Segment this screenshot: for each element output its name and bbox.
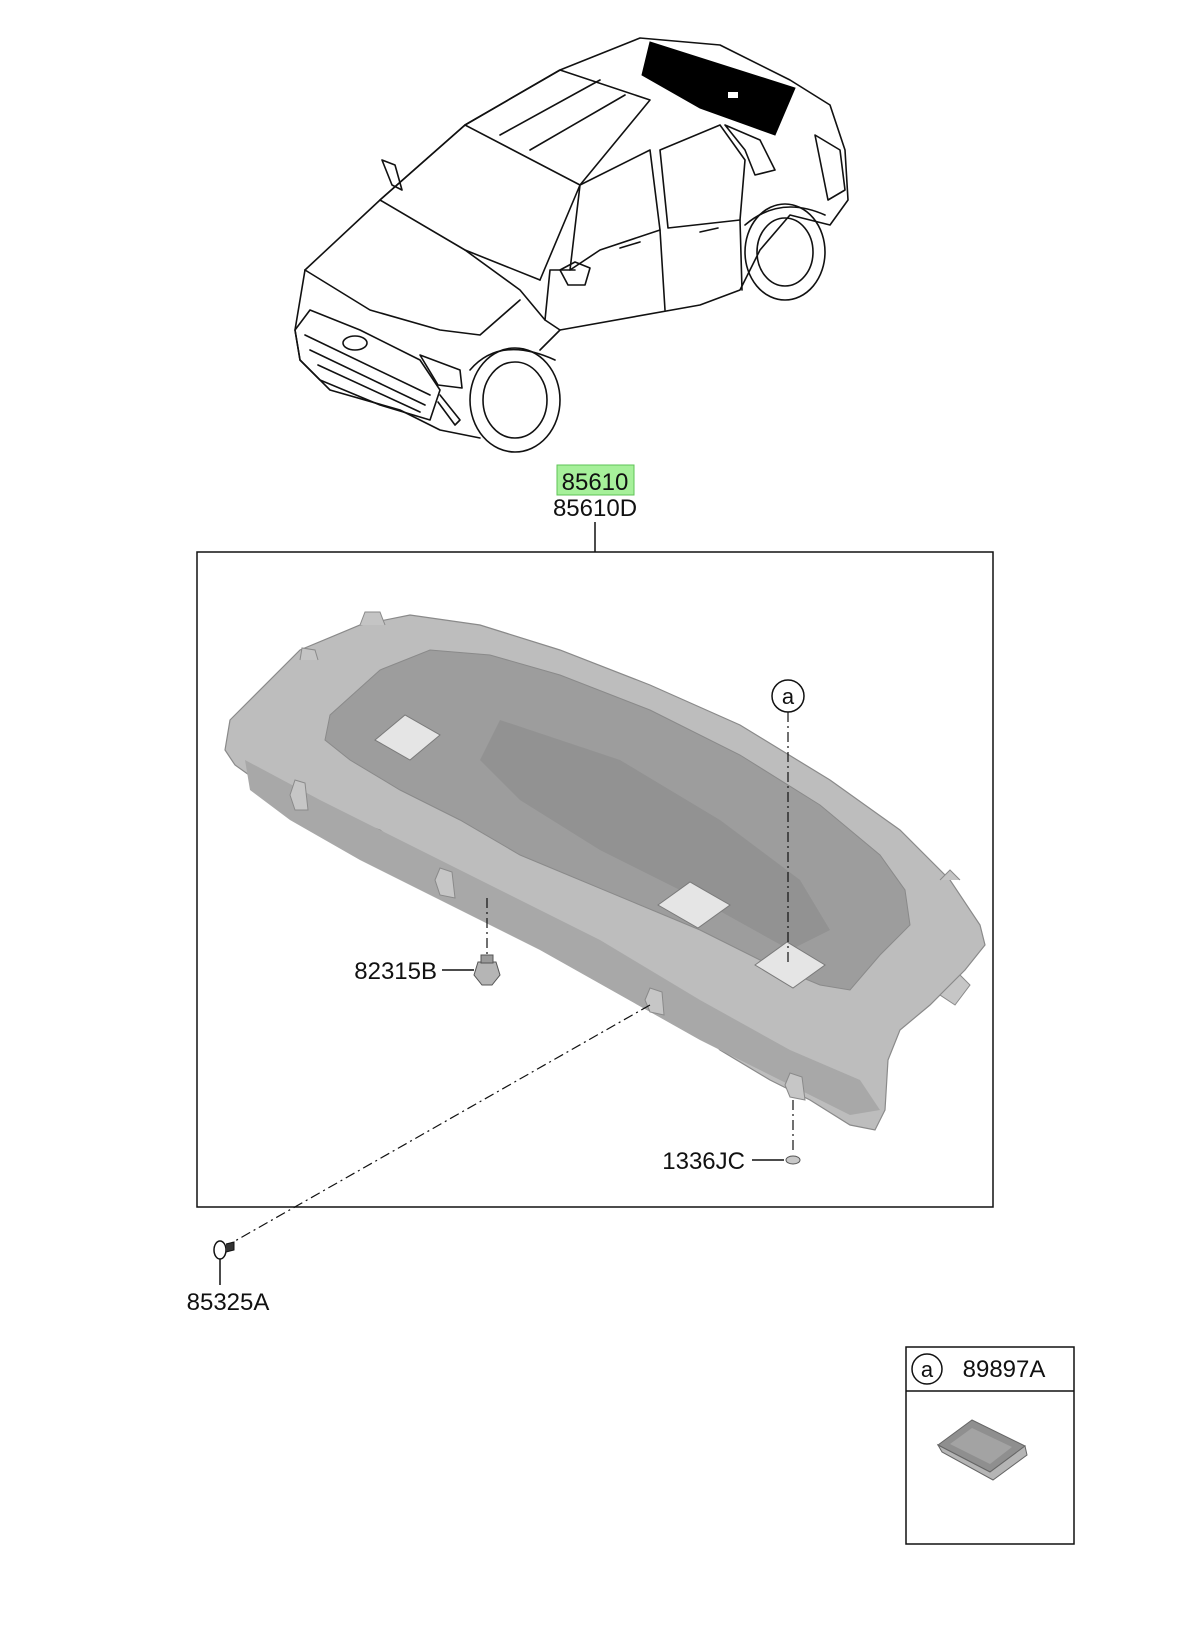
clip-82315b-icon	[473, 954, 501, 986]
tray-opening-right	[754, 941, 826, 989]
rear-package-tray	[224, 611, 986, 1131]
reference-marker-a-label: a	[782, 684, 795, 709]
main-part-number[interactable]: 85610	[562, 469, 629, 496]
leader-lines	[227, 712, 794, 1246]
car-rear-shelf-highlight	[641, 41, 796, 136]
car-rear-shelf-notch	[728, 92, 738, 98]
tray-opening-left	[374, 714, 441, 761]
clip-part-number[interactable]: 82315B	[354, 958, 437, 985]
grommet-85325a-icon	[213, 1240, 235, 1260]
inset-marker-a	[911, 1353, 943, 1385]
main-part-variant-number[interactable]: 85610D	[553, 495, 637, 522]
inset-part-number[interactable]: 89897A	[963, 1356, 1046, 1383]
grommet-part-number[interactable]: 85325A	[187, 1289, 270, 1316]
reference-marker-a	[771, 679, 805, 713]
tray-opening-middle	[657, 881, 731, 929]
washer-part-number[interactable]: 1336JC	[662, 1148, 745, 1175]
part-highlight-box	[556, 464, 635, 496]
inset-marker-a-label: a	[921, 1357, 934, 1382]
plug-89897a-icon	[936, 1419, 1028, 1481]
assembly-frame	[196, 551, 994, 1208]
car-illustration	[294, 37, 849, 453]
washer-1336jc-icon	[785, 1155, 801, 1165]
